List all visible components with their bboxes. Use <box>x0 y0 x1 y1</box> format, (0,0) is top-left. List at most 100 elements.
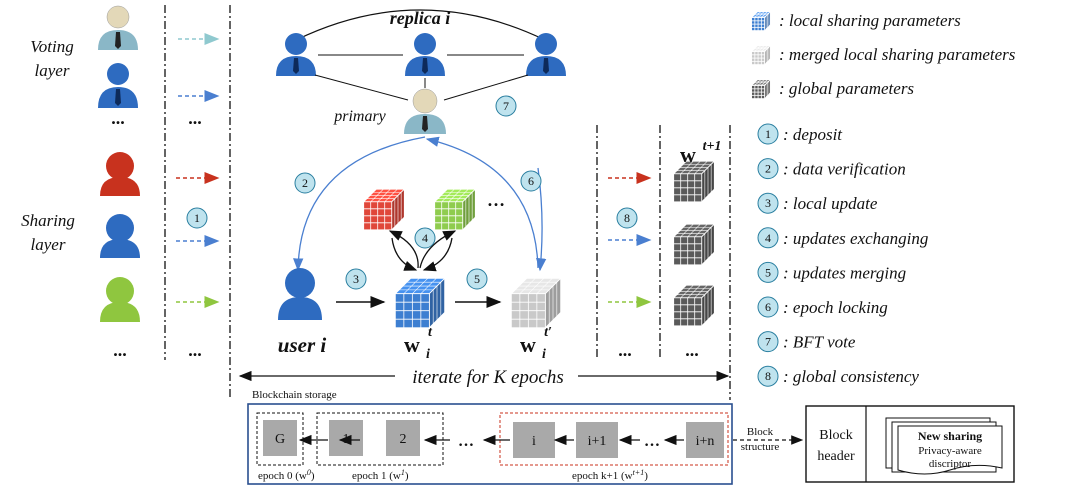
svg-text:6: 6 <box>765 300 771 314</box>
svg-text:w: w <box>404 332 420 357</box>
legend-step-label-5: : updates merging <box>783 263 906 282</box>
step-circle-8: 8 <box>616 207 638 229</box>
block-header-label-1: Block <box>819 428 852 443</box>
cubes-ellipsis: … <box>487 190 505 210</box>
svg-text:6: 6 <box>528 174 534 188</box>
svg-text:w: w <box>520 332 536 357</box>
block-5 <box>686 422 724 458</box>
block-label-2: 2 <box>400 432 407 447</box>
replica-user-left-icon <box>276 33 316 76</box>
block-label-4: i+1 <box>588 434 607 449</box>
block-structure-label-2: structure <box>741 441 780 453</box>
legend-step-2: 2 : data verification <box>757 158 906 180</box>
blockchain-blocks: G12ii+1i+n <box>263 420 724 458</box>
step-circle-7: 7 <box>495 95 517 117</box>
legend-step-label-6: : epoch locking <box>783 298 888 317</box>
iterate-label: iterate for K epochs <box>412 367 563 388</box>
new-sharing-label: New sharing <box>918 429 982 443</box>
sharing-users-ellipsis: ... <box>113 340 127 360</box>
cube-merged-gray <box>510 277 562 329</box>
global-cubes-ellipsis: ... <box>685 340 699 360</box>
block-structure-label-1: Block <box>747 426 774 438</box>
svg-text:t′: t′ <box>544 325 552 340</box>
epoch1-label: epoch 1 (w1) <box>352 468 409 483</box>
replica-arc <box>295 9 546 41</box>
sharing-arrows-ellipsis: ... <box>188 340 202 360</box>
cube-global-1 <box>672 160 716 203</box>
svg-text:7: 7 <box>765 335 771 349</box>
block-3 <box>513 422 555 458</box>
legend-step-label-3: : local update <box>783 194 878 213</box>
parameter-cubes <box>362 160 716 329</box>
cube-global-3 <box>672 284 716 327</box>
legend-step-4: 4 : updates exchanging <box>757 227 928 249</box>
legend-cube-1 <box>750 44 772 66</box>
block-0 <box>263 420 297 456</box>
block-label-3: i <box>532 434 536 449</box>
voting-layer-label-2: layer <box>35 61 70 80</box>
svg-text:7: 7 <box>503 99 509 113</box>
svg-text:3: 3 <box>765 196 771 210</box>
svg-text:5: 5 <box>765 265 771 279</box>
legend-param-label-1: : merged local sharing parameters <box>779 45 1016 64</box>
legend-param-label-0: : local sharing parameters <box>779 11 961 30</box>
privacy-label-1: Privacy-aware <box>918 445 982 457</box>
replica-link-primary-left <box>314 74 409 101</box>
weight-w-i-t: w t i <box>404 325 433 362</box>
svg-text:t+1: t+1 <box>703 139 722 154</box>
blockchain-title: Blockchain storage <box>252 389 337 401</box>
legend-cube-2 <box>750 78 772 100</box>
epochk-label: epoch k+1 (wt+1) <box>572 468 648 483</box>
svg-text:4: 4 <box>765 231 771 245</box>
block-label-5: i+n <box>696 434 715 449</box>
cube-green <box>433 188 477 231</box>
step-circle-6: 6 <box>520 170 542 192</box>
voting-users-ellipsis: ... <box>111 108 125 128</box>
legend-step-label-1: : deposit <box>783 125 843 144</box>
svg-text:i: i <box>542 347 546 362</box>
step-circle-2: 2 <box>294 172 316 194</box>
block-4 <box>576 422 618 458</box>
step-circle-5: 5 <box>466 268 488 290</box>
arrow-exchange-green <box>419 230 457 269</box>
svg-text:4: 4 <box>422 231 428 245</box>
legend-step-label-4: : updates exchanging <box>783 229 928 248</box>
global-arrows-ellipsis: ... <box>618 340 632 360</box>
sharing-layer-label-1: Sharing <box>21 211 75 230</box>
sharing-user-red-icon <box>100 152 140 196</box>
voting-primary-user-icon <box>98 5 138 50</box>
svg-text:2: 2 <box>765 162 771 176</box>
voting-arrows-ellipsis: ... <box>188 108 202 128</box>
sharing-user-green-icon <box>100 277 140 322</box>
svg-text:3: 3 <box>353 272 359 286</box>
arrow-exchange-red <box>388 230 419 269</box>
legend-step-1: 1 : deposit <box>757 123 843 145</box>
legend-param-label-2: : global parameters <box>779 79 914 98</box>
arrow-primary-to-user <box>293 136 426 272</box>
weight-w-i-t-prime: w t′ i <box>520 325 552 362</box>
svg-text:1: 1 <box>765 127 771 141</box>
legend-step-label-7: : BFT vote <box>783 333 856 352</box>
svg-text:i: i <box>426 347 430 362</box>
voting-layer-label-1: Voting <box>30 37 73 56</box>
arrow-exchange-back-red <box>391 237 418 271</box>
legend-step-8: 8: global consistency <box>757 365 919 387</box>
primary-label: primary <box>333 108 386 125</box>
doc-stack-front <box>897 425 1003 475</box>
weight-w-global: w t+1 <box>680 139 721 167</box>
user-i-icon <box>278 268 322 320</box>
chain-ellipsis-2: … <box>644 433 660 450</box>
block-label-0: G <box>275 432 285 447</box>
cube-red <box>362 188 406 231</box>
legend-step-label-2: : data verification <box>783 160 906 179</box>
legend-step-7: 7 : BFT vote <box>757 331 856 353</box>
cube-global-2 <box>672 223 716 266</box>
legend: : local sharing parameters : merged local… <box>750 10 1016 387</box>
replica-user-center-icon <box>405 33 445 76</box>
legend-cube-0 <box>750 10 772 32</box>
privacy-label-2: discriptor <box>929 458 971 470</box>
svg-text:t: t <box>428 325 433 340</box>
svg-text:w: w <box>680 142 696 167</box>
block-2 <box>386 420 420 456</box>
block-header-label-2: header <box>817 449 855 464</box>
